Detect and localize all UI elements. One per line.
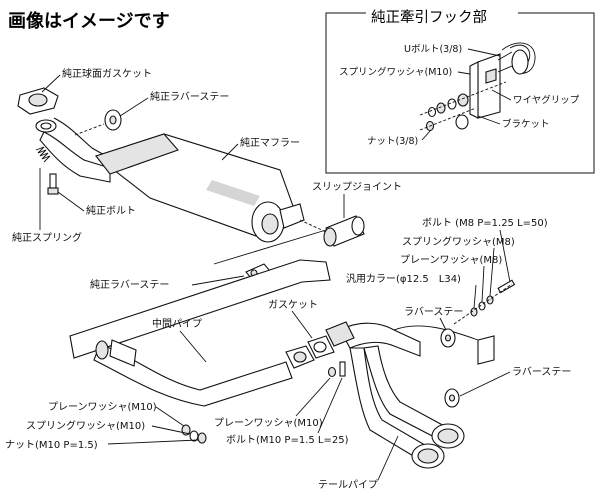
label-nut-inset: ナット(3/8) xyxy=(367,136,418,147)
label-nut-m10: ナット(M10 P=1.5) xyxy=(5,439,98,451)
label-bolt-m10: ボルト(M10 P=1.5 L=25) xyxy=(226,434,349,446)
oem-muffler xyxy=(94,133,305,243)
slip-joint xyxy=(299,215,365,247)
tow-hook-inset: 純正牽引フック部 Uボルト(3/8) スプリングワッシャ(M10) ワイヤグリッ… xyxy=(325,5,595,174)
tail-pipe-assembly xyxy=(181,279,516,469)
label-spring-washer-inset: スプリングワッシャ(M10) xyxy=(339,66,452,78)
label-wire-grip: ワイヤグリップ xyxy=(513,94,580,106)
gasket xyxy=(285,335,335,369)
label-oem-muffler: 純正マフラー xyxy=(240,136,300,149)
label-u-bolt: Uボルト(3/8) xyxy=(404,44,462,55)
label-slip-joint: スリップジョイント xyxy=(312,181,402,193)
label-plain-washer-m10-left: プレーンワッシャ(M10) xyxy=(48,401,157,413)
label-bolt-m8: ボルト (M8 P=1.25 L=50) xyxy=(422,217,548,229)
label-oem-spring: 純正スプリング xyxy=(12,231,82,244)
label-middle-pipe: 中間パイプ xyxy=(152,317,202,330)
label-plain-washer-m10-center: プレーンワッシャ(M10) xyxy=(214,417,323,429)
label-plain-washer-m8: プレーンワッシャ(M8) xyxy=(400,254,502,266)
inset-title: 純正牽引フック部 xyxy=(371,8,487,26)
label-oem-bolt: 純正ボルト xyxy=(86,204,136,217)
label-bracket: ブラケット xyxy=(502,118,550,130)
label-spring-washer-m10-left: スプリングワッシャ(M10) xyxy=(26,419,145,432)
label-tail-pipe: テールパイプ xyxy=(318,479,378,491)
label-oem-rubber-stay-top: 純正ラバーステー xyxy=(150,90,229,103)
label-oem-gasket: 純正球面ガスケット xyxy=(62,67,152,80)
middle-pipe xyxy=(69,259,331,407)
page-title: 画像はイメージです xyxy=(8,11,170,32)
label-oem-rubber-stay-mid: 純正ラバーステー xyxy=(90,278,169,291)
label-spring-washer-m8: スプリングワッシャ(M8) xyxy=(402,235,515,248)
label-rubber-stay-right: ラバーステー xyxy=(404,306,463,318)
label-rubber-stay-lower: ラバーステー xyxy=(512,366,571,378)
label-collar: 汎用カラー(φ12.5 L34) xyxy=(346,272,461,285)
label-gasket: ガスケット xyxy=(268,299,318,311)
front-pipe-assembly xyxy=(17,87,122,195)
